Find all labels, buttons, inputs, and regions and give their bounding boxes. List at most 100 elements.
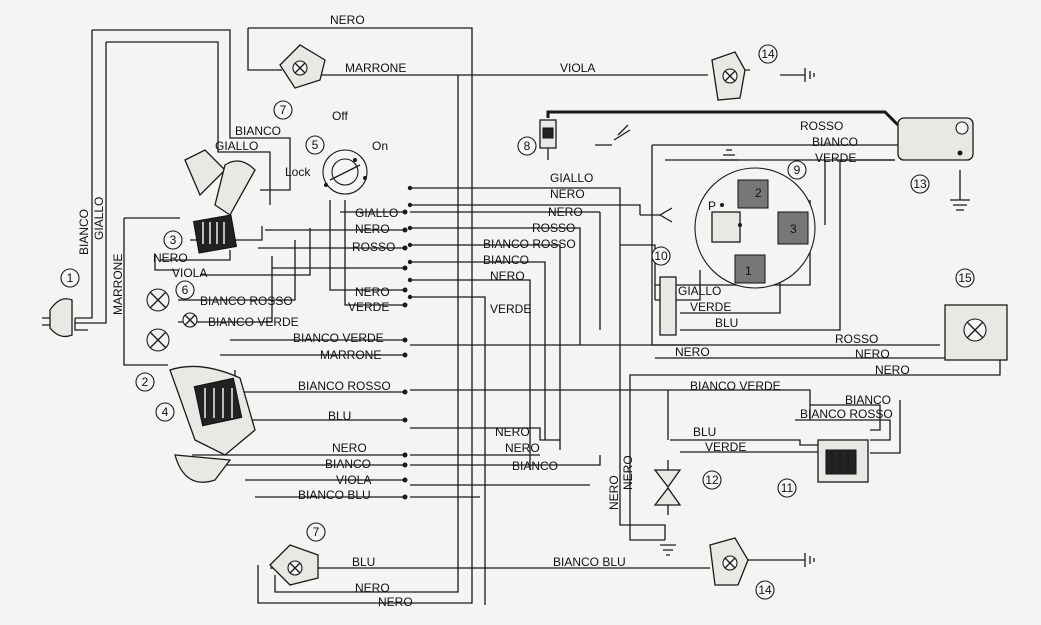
- stop-light-icon: [279, 44, 326, 89]
- label-nero: NERO: [490, 269, 525, 283]
- horn-icon: [42, 298, 73, 338]
- svg-text:10: 10: [654, 249, 668, 263]
- svg-text:8: 8: [524, 139, 531, 153]
- label-verde: VERDE: [690, 300, 731, 314]
- svg-text:7: 7: [313, 525, 320, 539]
- callout-14-bottom: 14: [755, 580, 775, 600]
- stator-p-label: P: [708, 199, 716, 213]
- svg-text:12: 12: [705, 473, 719, 487]
- label-giallo: GIALLO: [678, 284, 721, 298]
- svg-text:13: 13: [913, 177, 927, 191]
- label-verde: VERDE: [490, 302, 531, 316]
- label-bianco-verde: BIANCO VERDE: [208, 315, 299, 329]
- label-nero: NERO: [153, 251, 188, 265]
- label-viola: VIOLA: [172, 266, 207, 280]
- label-giallo: GIALLO: [92, 197, 106, 240]
- label-marrone: MARRONE: [345, 61, 406, 75]
- callout-7-bottom: 7: [306, 522, 326, 542]
- switch-lock-label: Lock: [285, 165, 311, 179]
- svg-text:14: 14: [758, 583, 772, 597]
- stator-icon: [694, 167, 816, 289]
- label-nero: NERO: [621, 455, 635, 490]
- label-nero: NERO: [355, 581, 390, 595]
- callout-5: 5: [305, 135, 325, 155]
- rectifier-diode-icon: [653, 460, 682, 515]
- label-rosso: ROSSO: [835, 332, 878, 346]
- label-bianco-blu: BIANCO BLU: [553, 555, 626, 569]
- switch-on-label: On: [372, 139, 388, 153]
- label-nero: NERO: [330, 13, 365, 27]
- switch-off-label: Off: [332, 109, 348, 123]
- ignition-switch-labels: Off On Lock: [285, 109, 388, 179]
- label-bianco: BIANCO: [812, 135, 858, 149]
- callout-4: 4: [155, 402, 175, 422]
- label-rosso: ROSSO: [352, 240, 395, 254]
- turn-indicator-icon: [709, 537, 749, 586]
- label-bianco-rosso: BIANCO ROSSO: [200, 294, 293, 308]
- label-nero: NERO: [355, 222, 390, 236]
- label-bianco-rosso: BIANCO ROSSO: [800, 407, 893, 421]
- label-bianco-rosso: BIANCO ROSSO: [483, 237, 576, 251]
- callout-15: 15: [955, 268, 975, 288]
- svg-text:9: 9: [794, 163, 801, 177]
- label-blu: BLU: [693, 425, 716, 439]
- label-verde: VERDE: [815, 151, 856, 165]
- label-bianco-verde: BIANCO VERDE: [690, 379, 781, 393]
- label-rosso: ROSSO: [532, 221, 575, 235]
- label-verde: VERDE: [348, 300, 389, 314]
- label-bianco-verde: BIANCO VERDE: [293, 331, 384, 345]
- headlight-lamp-icon: [146, 288, 170, 352]
- svg-text:14: 14: [761, 47, 775, 61]
- svg-text:15: 15: [958, 271, 972, 285]
- callout-13: 13: [910, 174, 930, 194]
- label-nero: NERO: [495, 425, 530, 439]
- label-bianco-blu: BIANCO BLU: [298, 488, 371, 502]
- label-nero: NERO: [675, 345, 710, 359]
- label-nero: NERO: [550, 187, 585, 201]
- callout-6: 6: [175, 280, 195, 300]
- stator-coil-3: 3: [790, 222, 797, 236]
- callout-10: 10: [651, 246, 671, 266]
- label-bianco: BIANCO: [235, 124, 281, 138]
- stator-coil-2: 2: [755, 186, 762, 200]
- label-rosso: ROSSO: [800, 119, 843, 133]
- label-viola: VIOLA: [560, 61, 595, 75]
- regulator-icon: [817, 439, 869, 483]
- label-blu: BLU: [328, 409, 351, 423]
- label-blu: BLU: [352, 555, 375, 569]
- wire-labels: NERO MARRONE VIOLA BIANCO GIALLO BIANCO …: [77, 13, 910, 609]
- label-bianco: BIANCO: [77, 209, 91, 255]
- callout-14-top: 14: [758, 44, 778, 64]
- svg-text:2: 2: [142, 375, 149, 389]
- callout-1: 1: [60, 268, 80, 288]
- ignition-coil-icon: [897, 117, 974, 161]
- label-nero: NERO: [875, 363, 910, 377]
- turn-indicator-icon: [711, 51, 746, 101]
- callout-3: 3: [163, 230, 183, 250]
- callout-7-top: 7: [273, 100, 293, 120]
- label-nero: NERO: [505, 441, 540, 455]
- stator-labels: P 1 2 3: [708, 186, 797, 278]
- label-nero: NERO: [855, 347, 890, 361]
- label-bianco: BIANCO: [512, 459, 558, 473]
- svg-text:6: 6: [182, 283, 189, 297]
- label-bianco: BIANCO: [845, 393, 891, 407]
- label-nero: NERO: [378, 595, 413, 609]
- label-bianco: BIANCO: [325, 457, 371, 471]
- wire-network: [74, 27, 1001, 605]
- speedometer-lamp-icon: [944, 304, 1008, 361]
- callouts: 1 2 3 4 5 6 7 7 8 9 10 11 12 13 14 14 15: [60, 44, 975, 600]
- label-marrone: MARRONE: [320, 348, 381, 362]
- label-nero: NERO: [548, 205, 583, 219]
- indicator-switch-icon: [169, 365, 256, 483]
- label-nero: NERO: [355, 285, 390, 299]
- junction-box-icon: [659, 276, 677, 336]
- callout-2: 2: [135, 372, 155, 392]
- label-viola: VIOLA: [336, 473, 371, 487]
- label-nero: NERO: [332, 441, 367, 455]
- spark-plug-icon: [539, 119, 557, 160]
- callout-8: 8: [517, 136, 537, 156]
- callout-9: 9: [787, 160, 807, 180]
- callout-11: 11: [777, 478, 797, 498]
- svg-text:3: 3: [170, 233, 177, 247]
